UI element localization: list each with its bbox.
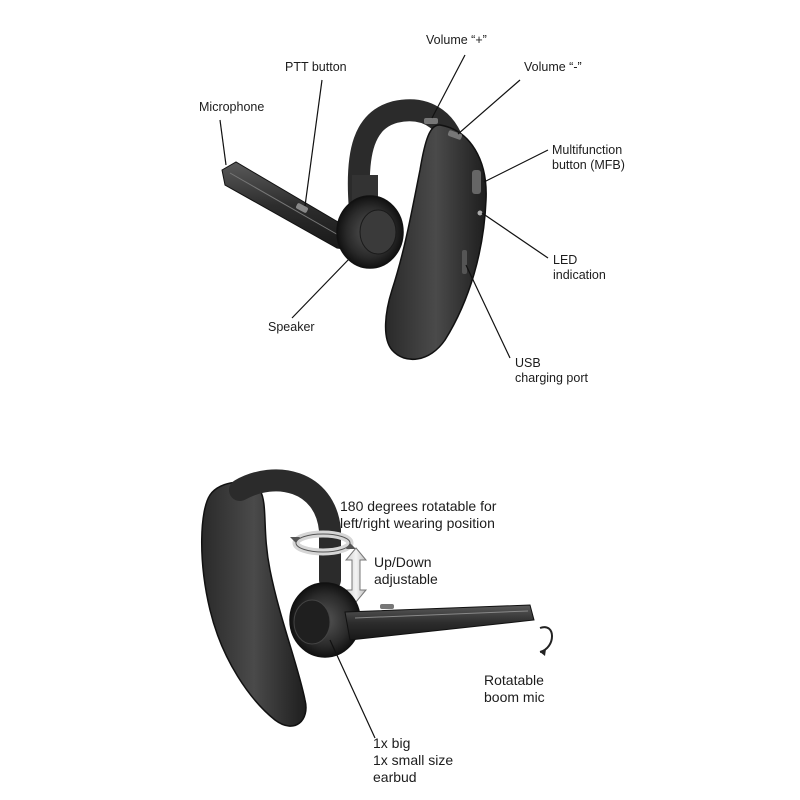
label-usb-charging-port: USB charging port xyxy=(515,356,588,385)
label-up-down-adjustable: Up/Down adjustable xyxy=(374,554,438,587)
label-volume-minus: Volume “-” xyxy=(524,60,582,74)
label-led-indication: LED indication xyxy=(553,253,606,282)
earbud-leader-line xyxy=(329,639,376,739)
label-rotatable-wearing-position: 180 degrees rotatable for left/right wea… xyxy=(340,498,497,531)
bottom-ear-hook xyxy=(229,469,341,591)
label-rotatable-boom-mic: Rotatable boom mic xyxy=(484,672,545,705)
rotation-ring-icon xyxy=(290,530,356,556)
top-volume-minus-button xyxy=(447,130,463,140)
top-ptt-button xyxy=(295,203,309,213)
label-microphone: Microphone xyxy=(199,100,265,114)
label-multifunction-button: Multifunction button (MFB) xyxy=(552,143,625,172)
bottom-headset-body xyxy=(201,481,307,727)
top-usb-port xyxy=(462,250,467,274)
boom-rotate-arrow-icon xyxy=(539,626,553,653)
top-mfb-button xyxy=(472,170,481,194)
label-volume-plus: Volume “+” xyxy=(426,33,487,47)
bottom-boom-mic xyxy=(344,604,535,641)
top-volume-plus-button xyxy=(424,118,438,124)
top-headset-body xyxy=(384,124,487,360)
top-headset-illustration xyxy=(221,99,487,360)
top-led-indicator xyxy=(477,210,483,216)
bottom-headset-illustration xyxy=(201,469,553,727)
label-speaker: Speaker xyxy=(268,320,315,334)
top-leader-lines xyxy=(219,54,549,359)
label-ptt-button: PTT button xyxy=(285,60,347,74)
label-earbud-sizes: 1x big 1x small size earbud xyxy=(373,735,454,785)
